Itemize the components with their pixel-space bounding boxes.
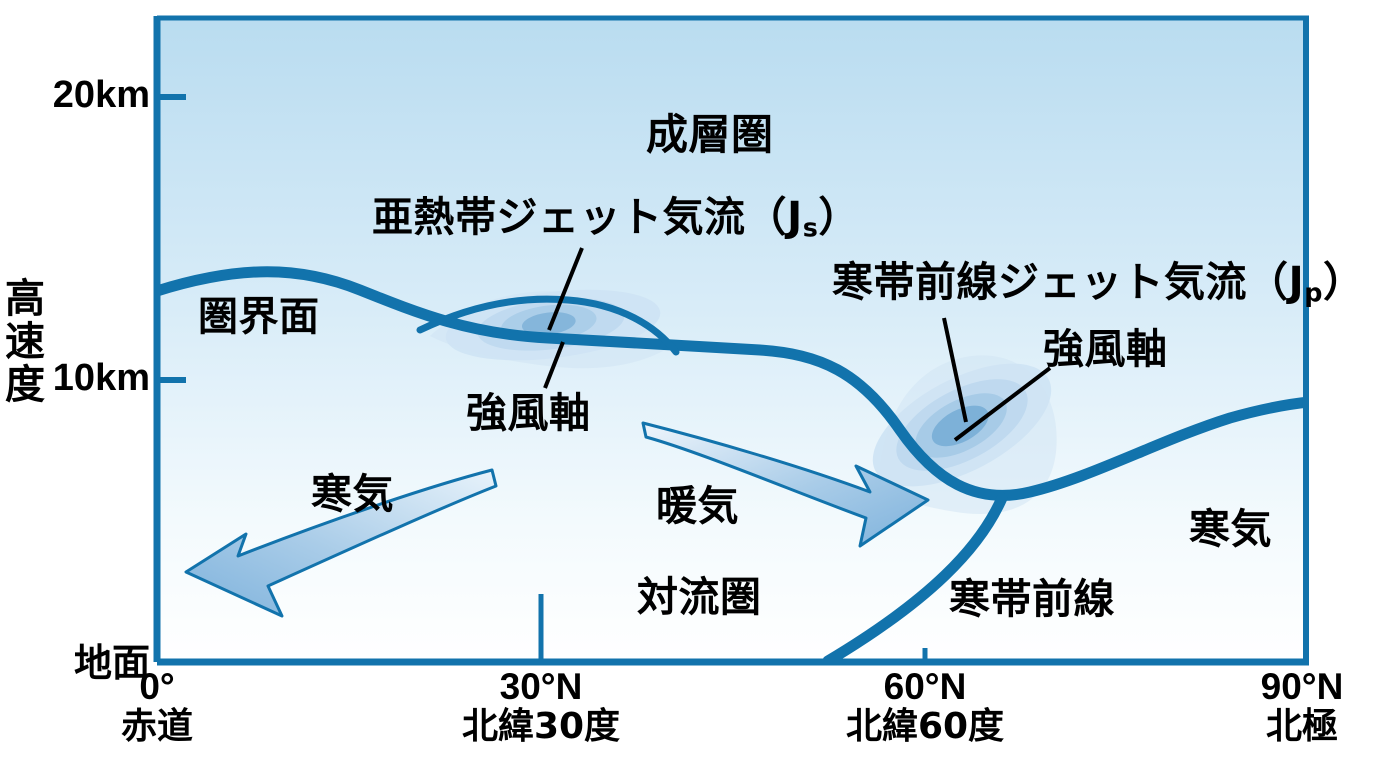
x-tick-deg-30n: 30°N <box>499 666 583 707</box>
label-cold-air-right: 寒気 <box>1189 505 1272 553</box>
x-tick-name-90n: 北極 <box>1265 706 1338 747</box>
warm-air-arrow-right[interactable] <box>641 421 930 548</box>
x-tick-label-0: 0° 赤道 <box>97 668 217 747</box>
y-label-10km: 10km <box>52 357 150 399</box>
polar-front-line <box>822 492 1008 662</box>
x-tick-deg-90n: 90°N <box>1260 666 1344 707</box>
y-axis-title-char-1: 高 <box>5 276 45 322</box>
label-polar-front-jet-main: 寒帯前線ジェット気流（J <box>832 258 1305 306</box>
label-subtropical-jet-main: 亜熱帯ジェット気流（J <box>372 193 803 241</box>
y-axis-title-char-3: 度 <box>5 362 45 409</box>
x-tick-label-60n: 60°N 北緯60度 <box>805 668 1045 747</box>
leader-line-polar-jet <box>942 317 968 423</box>
x-tick-deg-60n: 60°N <box>883 666 967 707</box>
x-tick-deg-0: 0° <box>139 666 175 707</box>
cold-air-arrow-left[interactable] <box>184 468 498 618</box>
x-tick-name-0: 赤道 <box>120 706 193 747</box>
x-tick-name-30n: 北緯30度 <box>461 706 621 747</box>
label-polar-front-jet-subscript: p <box>1304 277 1323 308</box>
label-polar-front-jet-paren: ） <box>1322 258 1365 306</box>
tropopause-line <box>157 266 1309 501</box>
y-label-20km: 20km <box>52 74 150 116</box>
label-tropopause: 圏界面 <box>198 294 320 340</box>
y-label-ground: 地面 <box>73 641 150 685</box>
label-troposphere: 対流圏 <box>637 573 762 621</box>
x-tick-label-30n: 30°N 北緯30度 <box>421 668 661 747</box>
x-tick-name-60n: 北緯60度 <box>845 706 1005 747</box>
label-warm-air: 暖気 <box>656 482 739 530</box>
x-tick-label-90n: 90°N 北極 <box>1228 668 1376 747</box>
label-stratosphere: 成層圏 <box>646 110 774 159</box>
tropopause-secondary-line <box>416 295 680 356</box>
label-polar-front: 寒帯前線 <box>949 575 1115 623</box>
sky-background <box>157 16 1309 662</box>
label-polar-front-jet: 寒帯前線ジェット気流（Jp） <box>832 258 1365 308</box>
y-axis-title-char-2: 速 <box>5 319 45 366</box>
label-wind-axis-right: 強風軸 <box>1043 325 1168 373</box>
y-axis-title: 高 速 度 <box>2 276 48 409</box>
leader-line-subtropical-jet <box>547 247 584 331</box>
label-wind-axis-left: 強風軸 <box>466 389 591 437</box>
leader-line-wind-axis-left <box>543 341 565 389</box>
label-subtropical-jet-subscript: s <box>802 212 819 243</box>
leader-line-wind-axis-right <box>953 366 1052 442</box>
label-subtropical-jet-paren: ） <box>818 193 860 241</box>
label-subtropical-jet: 亜熱帯ジェット気流（Js） <box>372 193 860 243</box>
label-cold-air-left: 寒気 <box>311 470 394 518</box>
